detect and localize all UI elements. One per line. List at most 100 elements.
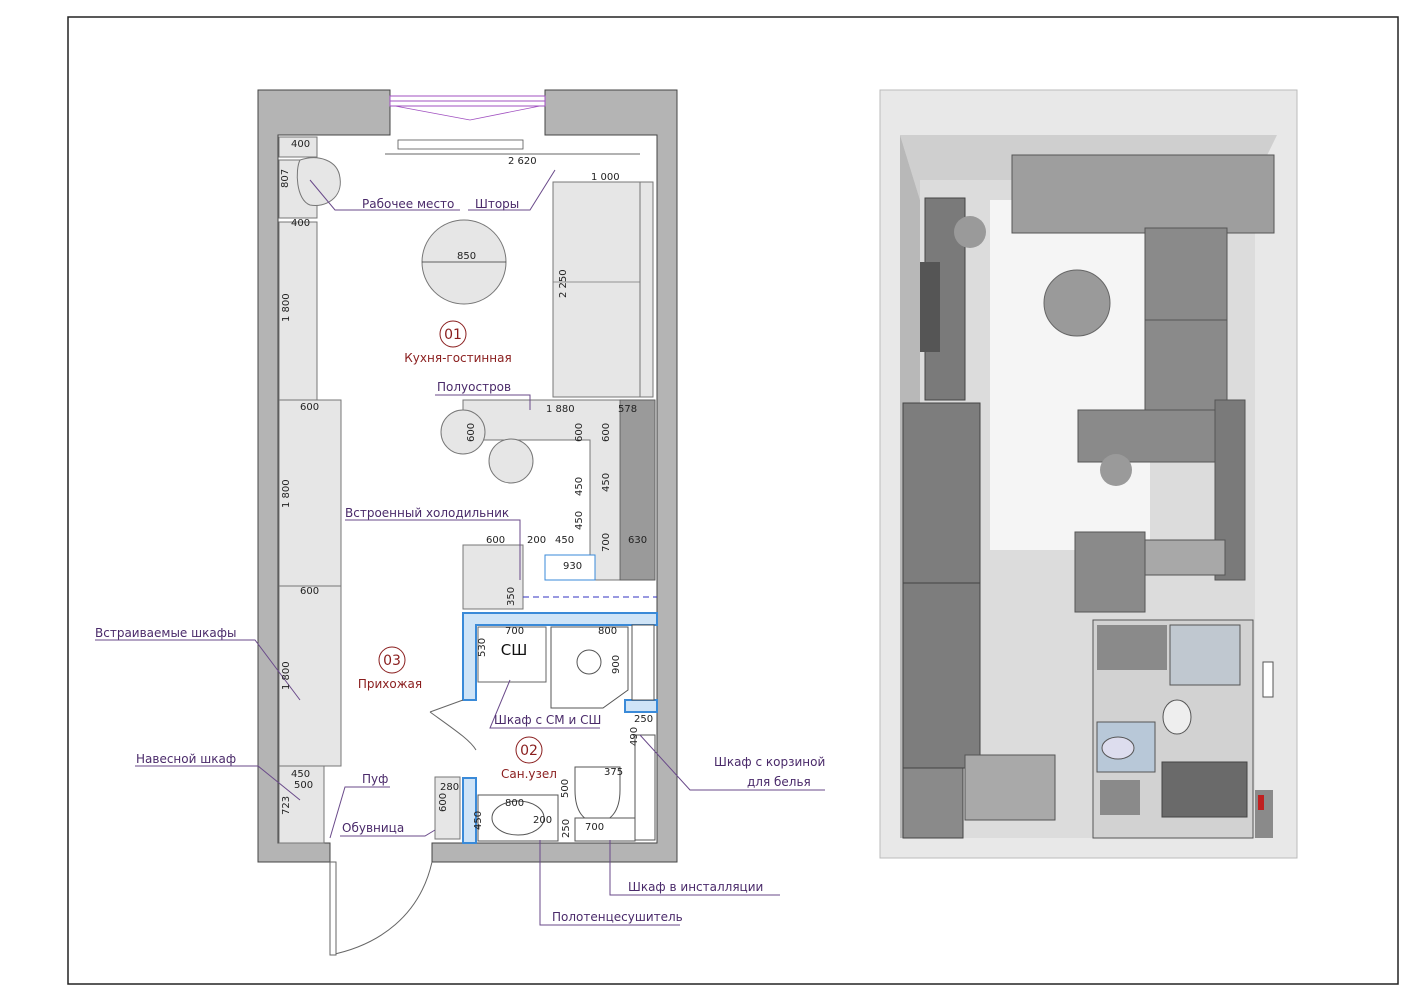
hanging-cabinet xyxy=(278,765,325,844)
render-wardrobe xyxy=(902,582,981,769)
dimension: 600 xyxy=(601,423,612,442)
bar-stool xyxy=(440,409,486,455)
dimension: 723 xyxy=(281,796,292,815)
dimension: 250 xyxy=(634,714,653,725)
dimension: 600 xyxy=(574,423,585,442)
washer-dryer-symbol: СШ xyxy=(501,641,528,659)
dimension: 490 xyxy=(629,727,640,746)
dimension: 450 xyxy=(473,811,484,830)
desk-top xyxy=(278,136,318,158)
label-workplace: Рабочее место xyxy=(362,197,454,211)
laundry-cabinet xyxy=(634,734,656,841)
sheet-frame xyxy=(67,16,1399,985)
kitchen-wall-cabinet xyxy=(619,399,656,581)
render-peninsula xyxy=(1077,409,1216,463)
render-top-view xyxy=(879,89,1298,859)
render-kitchen xyxy=(1074,531,1146,613)
render-installation xyxy=(1161,761,1248,818)
dimension: 700 xyxy=(601,533,612,552)
dimension: 930 xyxy=(563,561,582,572)
dimension: 530 xyxy=(477,638,488,657)
dimension: 450 xyxy=(601,473,612,492)
label-peninsula: Полуостров xyxy=(437,380,511,394)
dimension: 450 xyxy=(574,511,585,530)
dimension: 600 xyxy=(486,535,505,546)
label-curtains: Шторы xyxy=(475,197,519,211)
dimension: 2 620 xyxy=(508,156,537,167)
entrance-door xyxy=(329,861,433,956)
dimension: 1 800 xyxy=(281,661,292,690)
dimension: 200 xyxy=(527,535,546,546)
dimension: 2 250 xyxy=(558,269,569,298)
shoe-cabinet xyxy=(434,776,461,840)
dimension: 1 800 xyxy=(281,479,292,508)
shower-tray xyxy=(550,626,629,709)
wardrobe xyxy=(278,585,342,767)
dimension: 250 xyxy=(561,819,572,838)
room-name: Сан.узел xyxy=(501,767,557,781)
radiator xyxy=(397,139,524,150)
label-pouf: Пуф xyxy=(362,772,388,786)
dimension: 700 xyxy=(585,822,604,833)
dimension: 200 xyxy=(533,815,552,826)
dimension: 600 xyxy=(300,402,319,413)
label-installation-cabinet: Шкаф в инсталляции xyxy=(628,880,763,894)
dimension: 800 xyxy=(505,798,524,809)
dimension: 600 xyxy=(466,423,477,442)
dimension: 500 xyxy=(294,780,313,791)
dimension: 450 xyxy=(555,535,574,546)
bathroom-wall-left xyxy=(462,777,477,844)
sink xyxy=(544,554,596,581)
dimension: 280 xyxy=(440,782,459,793)
dimension: 1 000 xyxy=(591,172,620,183)
dimension: 850 xyxy=(457,251,476,262)
label-hanging-cabinet: Навесной шкаф xyxy=(136,752,236,766)
label-washer-cabinet: Шкаф с СМ и СШ xyxy=(494,713,601,727)
dimension: 400 xyxy=(291,139,310,150)
sofa xyxy=(552,181,654,398)
room-number: 03 xyxy=(383,653,401,669)
label-fridge: Встроенный холодильник xyxy=(345,506,509,520)
label-wardrobes: Встраиваемые шкафы xyxy=(95,626,236,640)
floor-plan: 01 Кухня-гостинная 03 Прихожая 02 Сан.уз… xyxy=(95,89,825,956)
room-name: Кухня-гостинная xyxy=(404,351,511,365)
dimension: 400 xyxy=(291,218,310,229)
dimension: 1 800 xyxy=(281,293,292,322)
label-shoe-cabinet: Обувница xyxy=(342,821,404,835)
dimension: 450 xyxy=(291,769,310,780)
wardrobe xyxy=(278,399,342,587)
room-number: 01 xyxy=(444,327,462,343)
dimension: 600 xyxy=(300,586,319,597)
label-laundry-2: для белья xyxy=(747,775,811,789)
render-curtains xyxy=(1011,154,1275,234)
bathroom-door xyxy=(429,699,477,751)
dimension: 900 xyxy=(611,655,622,674)
installation-cabinet xyxy=(574,817,636,842)
dimension: 350 xyxy=(506,587,517,606)
dimension: 600 xyxy=(438,793,449,812)
shelf-unit xyxy=(278,221,318,401)
built-in-fridge xyxy=(462,544,524,610)
render-toilet xyxy=(1162,699,1192,735)
label-laundry-1: Шкаф с корзиной xyxy=(714,755,825,769)
window xyxy=(389,95,546,121)
dimension: 700 xyxy=(505,626,524,637)
washer-dryer-cabinet xyxy=(477,626,547,683)
dimension: 500 xyxy=(560,779,571,798)
dimension: 630 xyxy=(628,535,647,546)
wash-basin xyxy=(477,794,559,842)
label-towel-dryer: Полотенцесушитель xyxy=(552,910,683,924)
dimension: 800 xyxy=(598,626,617,637)
room-name: Прихожая xyxy=(358,677,422,691)
bar-stool xyxy=(488,438,534,484)
room-number: 02 xyxy=(520,743,538,759)
render-sofa xyxy=(1144,227,1228,411)
dimension: 450 xyxy=(574,477,585,496)
dimension: 375 xyxy=(604,767,623,778)
dimension: 807 xyxy=(280,169,291,188)
dimension: 578 xyxy=(618,404,637,415)
dimension: 1 880 xyxy=(546,404,575,415)
office-chair xyxy=(296,157,341,207)
render-table xyxy=(1043,269,1111,337)
